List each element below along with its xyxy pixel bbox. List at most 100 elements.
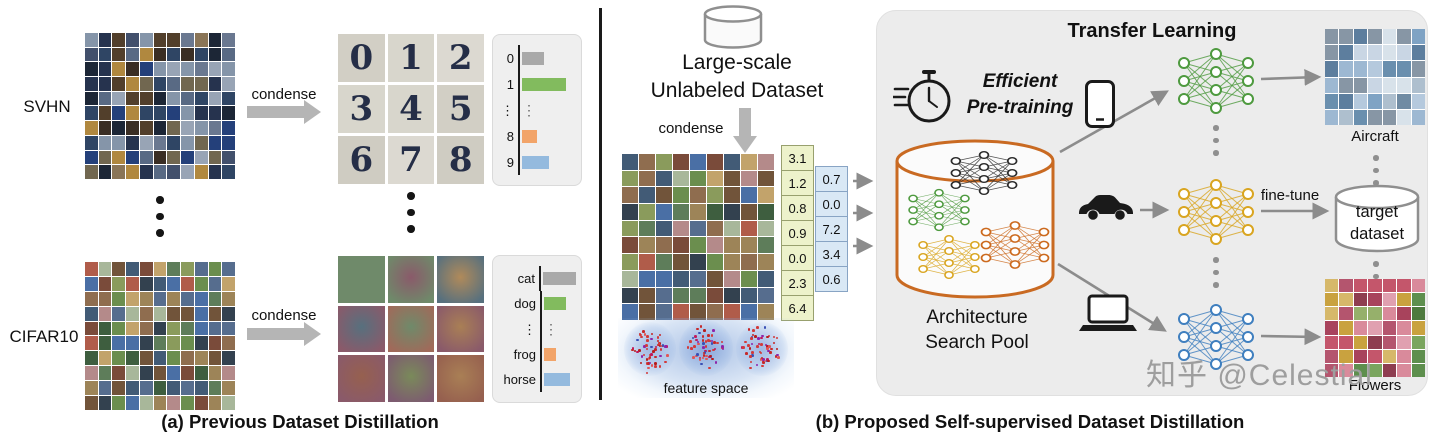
thumbnail-cell	[1353, 45, 1368, 61]
target-dataset-cylinder: target dataset	[1331, 183, 1423, 259]
thumbnail-cell	[153, 351, 167, 366]
thumbnail-cell	[1397, 109, 1411, 125]
thumbnail-cell	[208, 366, 222, 381]
thumbnail-cell	[1411, 77, 1425, 93]
thumbnail-cell	[1368, 45, 1382, 61]
thumbnail-cell	[622, 170, 638, 187]
thumbnail-cell	[222, 336, 235, 351]
thumbnail-cell	[622, 154, 638, 170]
pretraining-line1: Efficient	[982, 71, 1058, 92]
thumbnail-cell	[153, 91, 167, 106]
thumbnail-cell	[639, 154, 655, 170]
svhn-condense-arrow	[247, 106, 304, 118]
thumbnail-cell	[167, 351, 181, 366]
thumbnail-cell	[1353, 307, 1368, 321]
thumbnail-cell	[622, 237, 638, 254]
thumbnail-cell	[153, 276, 167, 291]
thumbnail-cell	[181, 396, 194, 410]
thumbnail-cell	[1368, 363, 1382, 377]
thumbnail-cell	[387, 355, 435, 402]
thumbnail-cell	[194, 62, 208, 77]
efficient-pretraining-label: Efficient Pre-training	[951, 69, 1089, 121]
chart-bar	[543, 272, 576, 286]
thumbnail-cell	[126, 262, 139, 276]
unlabeled-dataset-line2: Unlabeled Dataset	[650, 79, 824, 102]
thumbnail-cell	[1368, 349, 1382, 363]
thumbnail-cell	[690, 204, 706, 220]
thumbnail-cell	[724, 270, 740, 287]
thumbnail-cell	[639, 220, 655, 237]
synthetic-digit-cell: 7	[387, 136, 435, 184]
chart-row: 0	[498, 45, 576, 71]
thumbnail-cell	[639, 170, 655, 187]
thumbnail-cell	[387, 256, 435, 303]
thumbnail-cell	[194, 291, 208, 306]
chart-row-label: 0	[506, 50, 514, 66]
thumbnail-cell	[139, 366, 153, 381]
thumbnail-cell	[1339, 349, 1353, 363]
thumbnail-cell	[656, 254, 672, 270]
thumbnail-cell	[338, 256, 385, 303]
thumbnail-cell	[707, 204, 723, 220]
thumbnail-cell	[1397, 293, 1411, 307]
thumbnail-cell	[181, 381, 194, 396]
thumbnail-cell	[1382, 349, 1397, 363]
thumbnail-cell	[741, 170, 757, 187]
thumbnail-cell	[167, 33, 181, 47]
thumbnail-cell	[724, 254, 740, 270]
thumbnail-cell	[85, 381, 98, 396]
chart-row: ⋮⋮	[498, 316, 576, 342]
feature-value-cell: 3.4	[815, 241, 848, 267]
thumbnail-cell	[181, 135, 194, 150]
thumbnail-cell	[139, 150, 153, 165]
caption-panel-b: (b) Proposed Self-supervised Dataset Dis…	[815, 411, 1245, 432]
thumbnail-cell	[139, 77, 153, 91]
thumbnail-cell	[622, 254, 638, 270]
thumbnail-cell	[139, 381, 153, 396]
network-green	[1174, 45, 1258, 117]
thumbnail-cell	[153, 62, 167, 77]
thumbnail-cell	[139, 321, 153, 336]
thumbnail-cell	[153, 366, 167, 381]
thumbnail-cell	[222, 366, 235, 381]
condensed-dataset-thumbnails	[622, 154, 774, 320]
thumbnail-cell	[639, 187, 655, 204]
thumbnail-cell	[1325, 109, 1339, 125]
thumbnail-cell	[1382, 363, 1397, 377]
thumbnail-cell	[1325, 349, 1339, 363]
thumbnail-cell	[139, 47, 153, 62]
thumbnail-cell	[112, 366, 126, 381]
thumbnail-cell	[1397, 61, 1411, 77]
thumbnail-cell	[167, 291, 181, 306]
synthetic-digit-cell: 6	[338, 136, 385, 184]
thumbnail-cell	[639, 270, 655, 287]
thumbnail-cell	[167, 91, 181, 106]
thumbnail-cell	[222, 62, 235, 77]
thumbnail-cell	[139, 336, 153, 351]
thumbnail-cell	[112, 396, 126, 410]
pool-network-green	[905, 187, 973, 233]
thumbnail-cell	[139, 33, 153, 47]
phone-icon	[1084, 79, 1116, 129]
thumbnail-cell	[656, 287, 672, 304]
thumbnail-cell	[208, 276, 222, 291]
thumbnail-cell	[98, 150, 112, 165]
targets-ellipsis-dots-1	[1373, 155, 1379, 186]
thumbnail-cell	[139, 276, 153, 291]
thumbnail-cell	[181, 262, 194, 276]
feature-value-cell: 3.1	[781, 145, 814, 171]
thumbnail-cell	[98, 291, 112, 306]
thumbnail-cell	[758, 237, 774, 254]
synthetic-ellipsis-dots	[407, 192, 415, 233]
thumbnail-cell	[1353, 93, 1368, 109]
thumbnail-cell	[673, 287, 689, 304]
chart-row: 8	[498, 123, 576, 149]
thumbnail-cell	[139, 135, 153, 150]
thumbnail-cell	[707, 170, 723, 187]
thumbnail-cell	[167, 306, 181, 321]
thumbnail-cell	[222, 135, 235, 150]
thumbnail-cell	[126, 381, 139, 396]
